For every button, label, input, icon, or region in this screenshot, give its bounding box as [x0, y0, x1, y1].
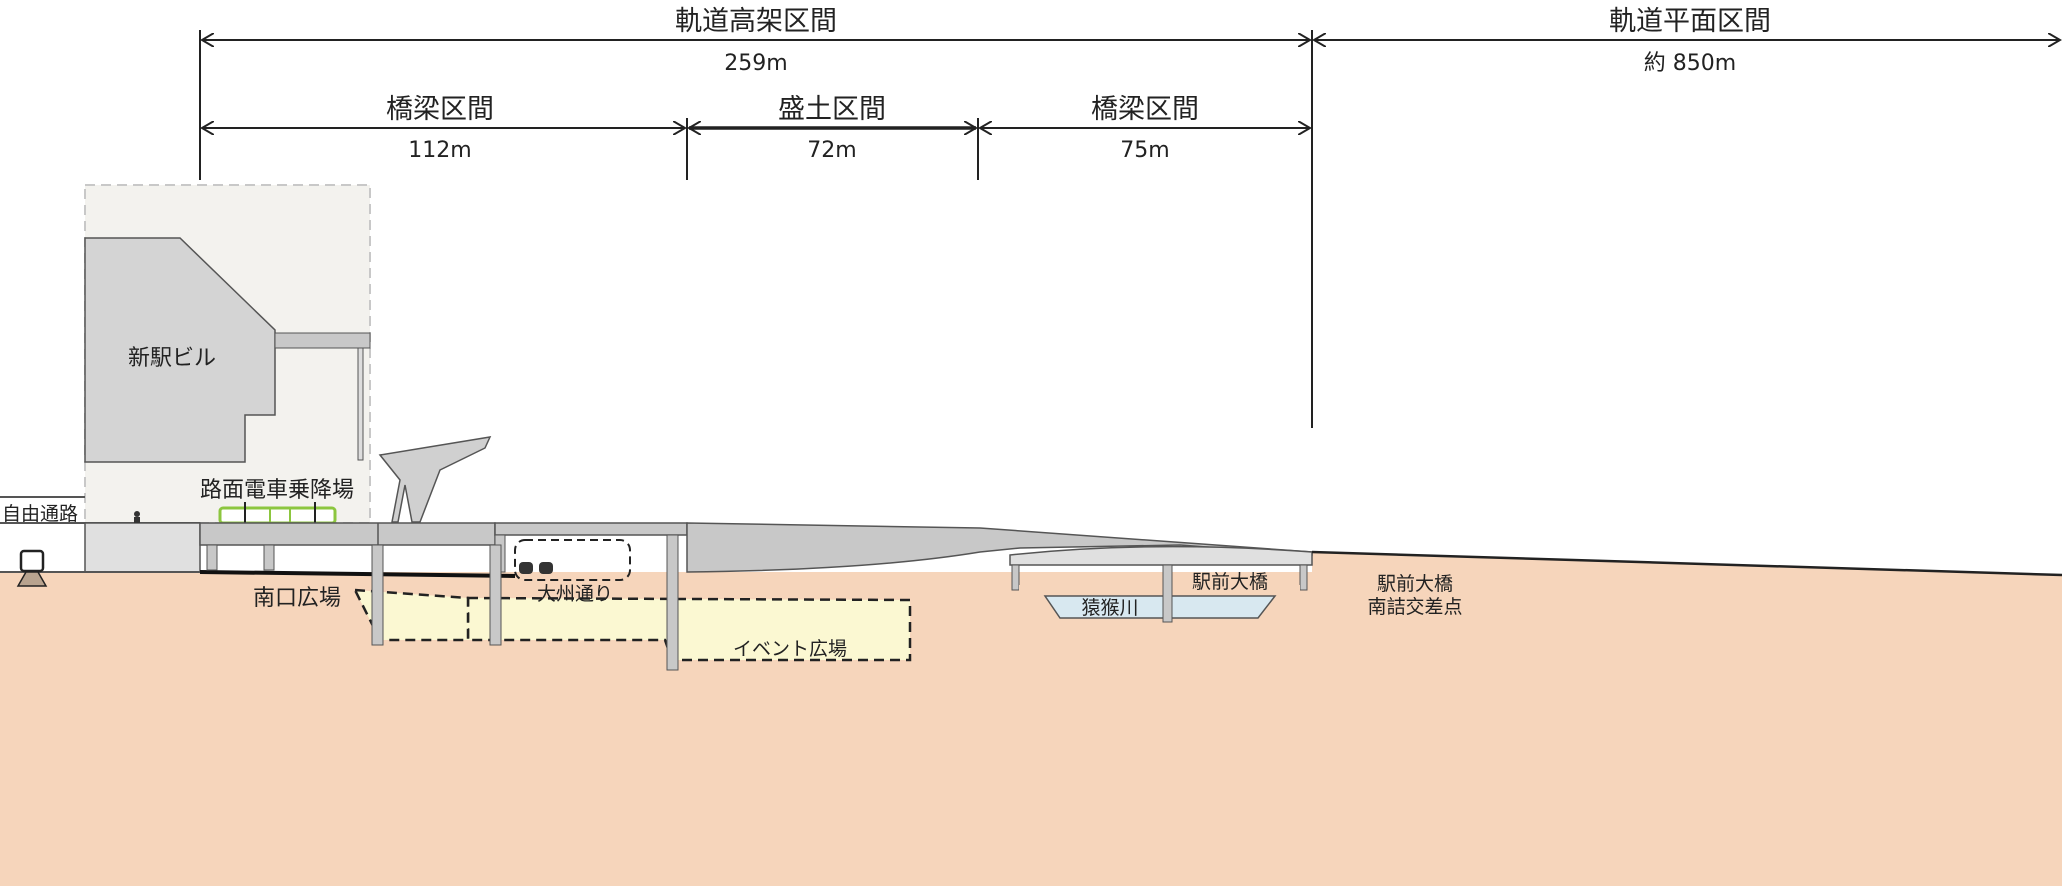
bridge-deck-1: [199, 522, 496, 546]
section-2-label: 盛土区間: [778, 94, 886, 125]
intersection-label-line1: 駅前大橋: [1377, 573, 1453, 595]
section-3-label: 橋梁区間: [1091, 94, 1199, 125]
oozu-street-label: 大州通り: [537, 583, 613, 605]
section-1-label: 橋梁区間: [386, 94, 494, 125]
free-passage-label: 自由通路: [2, 503, 78, 525]
elevated-section-length: 259m: [724, 51, 787, 76]
train-icon: [16, 549, 48, 587]
ground-line-plaza: [199, 570, 516, 578]
section-3-length: 75m: [1120, 138, 1169, 163]
pedestrian-icon: [134, 511, 140, 523]
road-slope-line: [1311, 550, 2062, 577]
elevated-section-label: 軌道高架区間: [675, 6, 837, 37]
free-passage-block: [84, 522, 201, 573]
bridge-deck-2: [494, 522, 688, 536]
bridge-deck-3: [1009, 545, 1313, 566]
river-pier: [1162, 564, 1173, 623]
river-water: [1043, 595, 1277, 619]
south-plaza-label: 南口広場: [253, 586, 341, 611]
oozu-street-clearance: [514, 539, 631, 581]
car-icon: [519, 562, 553, 574]
new-station-building-label: 新駅ビル: [128, 346, 216, 371]
section-2-length: 72m: [807, 138, 856, 163]
grade-section-label: 軌道平面区間: [1609, 6, 1771, 37]
building-canopy: [274, 332, 371, 349]
platform-y-canopy: [378, 436, 492, 523]
new-station-building: [84, 237, 276, 463]
grade-section-length: 約 850m: [1644, 51, 1736, 76]
tram-platform-label: 路面電車乗降場: [200, 478, 354, 503]
section-1-length: 112m: [408, 138, 471, 163]
canopy-column: [357, 347, 364, 461]
intersection-label-line2: 南詰交差点: [1367, 596, 1462, 618]
dimension-lines: [199, 30, 2060, 428]
ekimae-bridge-label: 駅前大橋: [1192, 571, 1268, 593]
event-plaza-label: イベント広場: [733, 638, 847, 660]
embankment: [686, 522, 1313, 573]
piers: [206, 534, 1308, 671]
river-label: 猿猴川: [1081, 597, 1138, 619]
